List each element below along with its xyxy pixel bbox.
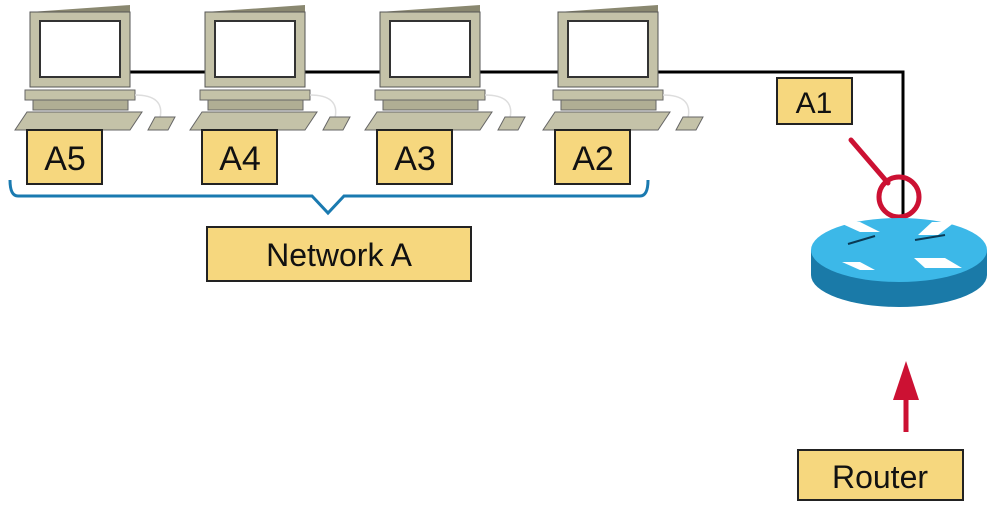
- computer-label: A5: [44, 140, 86, 178]
- computer-a4: A4: [189, 5, 351, 185]
- network-brace: [8, 179, 650, 216]
- interface-label-a1: A1: [776, 77, 853, 125]
- computer-a5: A5: [14, 5, 176, 185]
- computer-label: A3: [394, 140, 436, 178]
- computer-a2: A2: [542, 5, 704, 185]
- network-label: Network A: [206, 226, 472, 282]
- interface-label-text: A1: [796, 87, 833, 120]
- router-label-text: Router: [832, 459, 928, 495]
- callout-circle: [876, 174, 922, 220]
- router-icon: [811, 218, 987, 307]
- computer-label: A4: [219, 140, 261, 178]
- router-pointer-arrow: [893, 361, 919, 432]
- computer-label: A2: [572, 140, 614, 178]
- computer-icon: [542, 5, 704, 131]
- computer-icon: [364, 5, 526, 131]
- computer-icon: [189, 5, 351, 131]
- network-label-text: Network A: [266, 237, 412, 273]
- computer-a3: A3: [364, 5, 526, 185]
- callout-line: [848, 137, 891, 186]
- computer-icon: [14, 5, 176, 131]
- router-label: Router: [797, 449, 964, 501]
